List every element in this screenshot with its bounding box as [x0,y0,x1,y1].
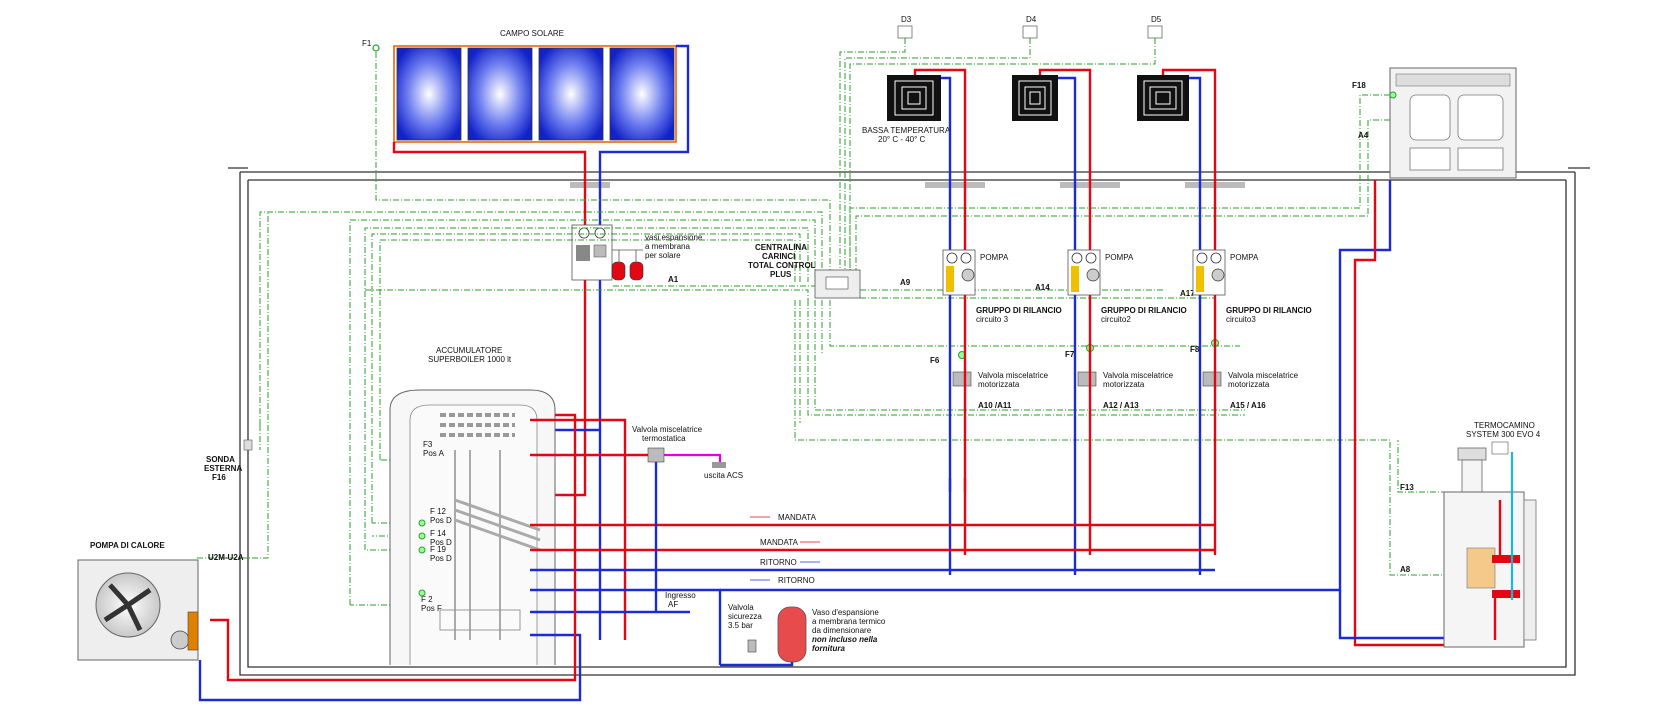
d5-label: D5 [1151,15,1162,24]
valvola-label-3b: motorizzata [1228,380,1270,389]
f13-label: F13 [1400,483,1414,492]
f12-label: F 12 [430,507,447,516]
gruppo-label-2b: circuito2 [1101,315,1131,324]
pompa-calore-label: POMPA DI CALORE [90,541,165,550]
f12-pos-label: Pos D [430,516,452,525]
sicurezza-label-3: 3.5 bar [728,621,753,630]
ritorno-label-2: RITORNO [778,576,815,585]
u2m-label: U2M-U2A [208,553,244,562]
solar-field: CAMPO SOLARE F1 [362,29,677,143]
f2-pos-label: Pos F [421,604,442,613]
a9-label: A9 [900,278,911,287]
accumulatore-label-2: SUPERBOILER 1000 lt [428,355,512,364]
heating-circuit-2: POMPA GRUPPO DI RILANCIO circuito2 F7 Va… [1065,249,1187,410]
f14-label: F 14 [430,529,447,538]
f6-label: F6 [930,356,940,365]
mandata-label-2: MANDATA [760,538,799,547]
centralina-label-3: TOTAL CONTROL [748,261,816,270]
f19-pos-label: Pos D [430,554,452,563]
f1-label: F1 [362,39,372,48]
gruppo-label-3a: GRUPPO DI RILANCIO [1226,306,1312,315]
signal-wires [197,38,1458,606]
centralina-label-1: CENTRALINA [755,243,807,252]
vaso-label-3: da dimensionare [812,626,872,635]
centralina-label-4: PLUS [770,270,792,279]
a15-a16-label: A15 / A16 [1230,401,1266,410]
pompa-label-3: POMPA [1230,253,1259,262]
f3-pos-label: Pos A [423,449,445,458]
accumulator-tank: ACCUMULATORE SUPERBOILER 1000 lt [389,346,556,665]
accumulatore-label-1: ACCUMULATORE [436,346,502,355]
a10-a11-label: A10 /A11 [978,401,1012,410]
room-sensors: D3 D4 D5 [897,15,1163,39]
valvola-label-2a: Valvola miscelatrice [1103,371,1174,380]
expansion-vessel: Valvola sicurezza 3.5 bar Vaso d'espansi… [720,603,886,667]
f2-label: F 2 [421,595,433,604]
termocamino-label-1: TERMOCAMINO [1474,421,1535,430]
thermostatic-valve: Valvola miscelatrice termostatica uscita… [632,425,743,612]
valvola-label-2b: motorizzata [1103,380,1145,389]
vaso-label-1: Vaso d'espansione [812,608,879,617]
sicurezza-label-2: sicurezza [728,612,762,621]
fireplace-boiler: TERMOCAMINO SYSTEM 300 EVO 4 F13 A8 [1400,421,1541,648]
d4-label: D4 [1026,15,1037,24]
campo-solare-label: CAMPO SOLARE [500,29,564,38]
gruppo-label-1b: circuito 3 [976,315,1009,324]
ingresso-label-2: AF [668,600,678,609]
tank-sensors: F3 Pos A F 12 Pos D F 14 Pos D F 19 Pos … [418,440,452,613]
a12-a13-label: A12 / A13 [1103,401,1139,410]
gruppo-label-2a: GRUPPO DI RILANCIO [1101,306,1187,315]
vaso-label-2: a membrana termico [812,617,886,626]
heating-circuit-1: POMPA GRUPPO DI RILANCIO circuito 3 F6 V… [930,249,1062,410]
flow-labels: MANDATA MANDATA RITORNO RITORNO [750,513,820,585]
f8-label: F8 [1190,345,1200,354]
mandata-label-1: MANDATA [778,513,817,522]
heat-pump: POMPA DI CALORE U2M-U2A [77,541,244,661]
wood-stove: F18 A4 [1352,67,1517,179]
sonda-label-3: F16 [212,473,226,482]
gruppo-label-3b: circuito3 [1226,315,1256,324]
d3-label: D3 [901,15,912,24]
valvola-term-label-1: Valvola miscelatrice [632,425,703,434]
vasi-label-3: per solare [645,251,681,260]
outdoor-sensor: SONDA ESTERNA F16 [204,439,253,482]
a8-label: A8 [1400,565,1411,574]
sonda-label-2: ESTERNA [204,464,242,473]
vasi-label-1: vasi espansione [645,233,703,242]
vasi-label-2: a membrana [645,242,690,251]
sonda-label-1: SONDA [206,455,235,464]
sicurezza-label-1: Valvola [728,603,754,612]
uscita-acs-label: uscita ACS [704,471,743,480]
valvola-label-1a: Valvola miscelatrice [978,371,1049,380]
f14-pos-label: Pos D [430,538,452,547]
a4-label: A4 [1358,131,1369,140]
a1-label: A1 [668,275,679,284]
vaso-label-4: non incluso nella [812,635,878,644]
bassa-temp-label-2: 20° C - 40° C [878,135,926,144]
building-walls [228,167,1590,676]
valvola-label-3a: Valvola miscelatrice [1228,371,1299,380]
bassa-temp-label-1: BASSA TEMPERATURA [862,126,951,135]
heating-circuit-3: POMPA GRUPPO DI RILANCIO circuito3 F8 Va… [1190,249,1312,410]
f18-label: F18 [1352,81,1366,90]
vaso-label-5: fornitura [812,644,845,653]
valvola-label-1b: motorizzata [978,380,1020,389]
f19-label: F 19 [430,545,447,554]
ingresso-label-1: Ingresso [665,591,696,600]
a17-label: A17 [1180,289,1195,298]
valvola-term-label-2: termostatica [642,434,686,443]
pompa-label-2: POMPA [1105,253,1134,262]
termocamino-label-2: SYSTEM 300 EVO 4 [1466,430,1541,439]
pompa-label-1: POMPA [980,253,1009,262]
ritorno-label-1: RITORNO [760,558,797,567]
gruppo-label-1a: GRUPPO DI RILANCIO [976,306,1062,315]
control-unit: CENTRALINA CARINCI TOTAL CONTROL PLUS A9… [748,243,1195,299]
floor-coils: BASSA TEMPERATURA 20° C - 40° C [862,75,1189,144]
f7-label: F7 [1065,350,1075,359]
f3-label: F3 [423,440,433,449]
centralina-label-2: CARINCI [762,252,795,261]
a14-label: A14 [1035,283,1050,292]
